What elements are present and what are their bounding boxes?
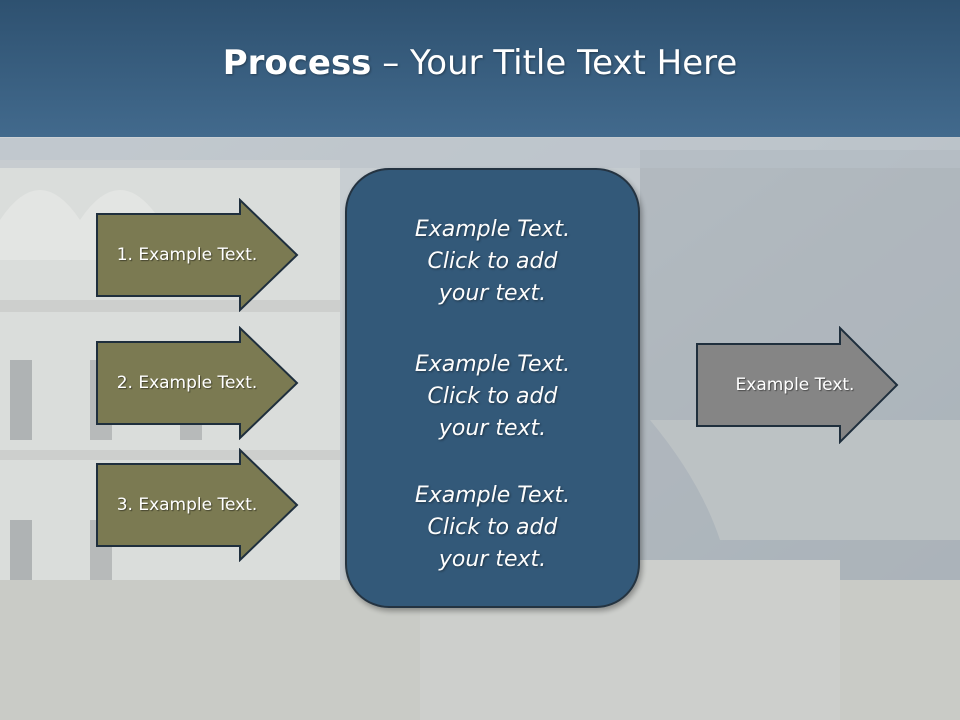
right-arrow[interactable]: Example Text. <box>694 326 900 444</box>
arrow-label: 2. Example Text. <box>116 373 258 393</box>
paragraph-line: Example Text. <box>414 483 571 508</box>
left-arrow-2[interactable]: 2. Example Text. <box>94 326 300 440</box>
paragraph-line: Click to add <box>427 515 558 540</box>
left-arrow-1[interactable]: 1. Example Text. <box>94 198 300 312</box>
title-bar: Process – Your Title Text Here <box>0 0 960 137</box>
arrow-label: Example Text. <box>735 375 855 395</box>
paragraph-line: Click to add <box>427 249 558 274</box>
arrow-label: 1. Example Text. <box>116 245 258 265</box>
arrow-label: 3. Example Text. <box>116 495 258 515</box>
arrow-shape-icon <box>696 326 899 444</box>
title-bold-text: Process <box>222 42 372 83</box>
center-paragraph-1: Example Text. Click to add your text. <box>347 214 638 310</box>
arrow-shape-icon <box>96 448 299 562</box>
paragraph-line: Example Text. <box>414 217 571 242</box>
center-text-box[interactable]: Example Text. Click to add your text. Ex… <box>345 168 640 608</box>
center-paragraph-3: Example Text. Click to add your text. <box>347 480 638 576</box>
arrow-shape-icon <box>96 198 299 312</box>
paragraph-line: your text. <box>438 281 547 306</box>
title-rest-text: – Your Title Text Here <box>371 42 738 83</box>
slide-title[interactable]: Process – Your Title Text Here <box>223 43 738 83</box>
arrow-shape-icon <box>96 326 299 440</box>
left-arrow-3[interactable]: 3. Example Text. <box>94 448 300 562</box>
paragraph-line: Example Text. <box>414 352 571 377</box>
center-paragraph-2: Example Text. Click to add your text. <box>347 349 638 445</box>
paragraph-line: Click to add <box>427 384 558 409</box>
paragraph-line: your text. <box>438 416 547 441</box>
paragraph-line: your text. <box>438 547 547 572</box>
